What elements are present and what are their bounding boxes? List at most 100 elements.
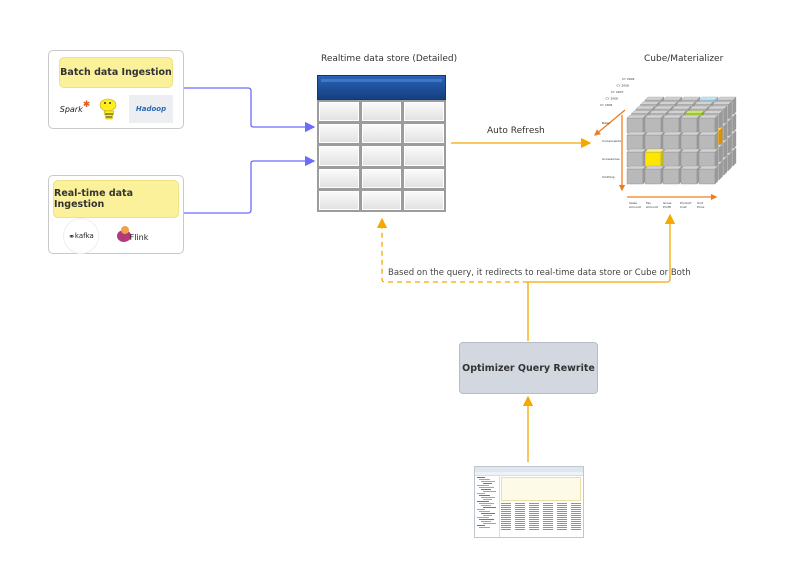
cube-measure-label: Product bbox=[680, 201, 692, 205]
optimizer-title: Optimizer Query Rewrite bbox=[462, 362, 595, 374]
tree-line bbox=[479, 487, 494, 488]
cube-cell bbox=[662, 131, 683, 151]
tree-line bbox=[483, 515, 492, 516]
result-row bbox=[501, 521, 581, 522]
table-cell bbox=[361, 102, 402, 122]
result-row bbox=[501, 503, 581, 504]
optimizer-query-rewrite-node[interactable]: Optimizer Query Rewrite bbox=[459, 342, 598, 394]
cube-year-axis bbox=[594, 109, 626, 136]
cube-category-label: Bikes bbox=[602, 121, 610, 125]
table-cell bbox=[361, 124, 402, 144]
cube-cell bbox=[662, 148, 683, 168]
result-row bbox=[501, 517, 581, 518]
tree-line bbox=[477, 501, 489, 502]
tree-line bbox=[479, 527, 490, 528]
result-row bbox=[501, 513, 581, 514]
realtime-ingestion-node[interactable]: Real-time data Ingestion bbox=[53, 180, 179, 218]
client-titlebar bbox=[475, 467, 583, 472]
tree-line bbox=[481, 481, 495, 482]
cube-measure-label: Cost bbox=[680, 205, 687, 209]
auto-refresh-label: Auto Refresh bbox=[487, 126, 545, 136]
edge-batch-to-store bbox=[183, 87, 316, 133]
tree-line bbox=[483, 483, 492, 484]
table-grid bbox=[317, 100, 446, 212]
cube-category-label: Components bbox=[602, 139, 621, 143]
tree-line bbox=[481, 521, 491, 522]
cube-cell bbox=[644, 114, 665, 134]
tree-line bbox=[479, 503, 494, 504]
cube-year-label: CY 2008 bbox=[617, 84, 630, 88]
table-header-bar bbox=[317, 75, 446, 100]
cube-cell bbox=[680, 165, 701, 185]
sql-client-thumbnail[interactable] bbox=[474, 466, 584, 538]
result-row bbox=[501, 529, 581, 530]
result-row bbox=[501, 507, 581, 508]
cube-cell bbox=[644, 148, 665, 168]
realtime-ingestion-title: Real-time data Ingestion bbox=[54, 188, 133, 210]
cube-cell bbox=[698, 131, 719, 151]
table-cell bbox=[404, 168, 444, 188]
tree-line bbox=[477, 517, 489, 518]
cube-cell bbox=[662, 114, 683, 134]
table-cell bbox=[319, 190, 359, 210]
cube-category-label: Accessories bbox=[602, 157, 620, 161]
tree-line bbox=[477, 509, 485, 510]
table-cell bbox=[404, 146, 444, 166]
client-results-grid bbox=[501, 502, 581, 535]
cube-cell bbox=[680, 131, 701, 151]
cube-year-label: CY 2005 bbox=[600, 103, 613, 107]
tree-line bbox=[479, 495, 490, 496]
client-editor-pane bbox=[501, 477, 581, 501]
client-toolbar bbox=[475, 472, 583, 476]
tree-line bbox=[481, 505, 491, 506]
table-cell bbox=[361, 146, 402, 166]
cube-measure-label: Gross bbox=[663, 201, 672, 205]
cube-cell bbox=[626, 114, 647, 134]
spark-logo: Spark✱ bbox=[59, 100, 91, 114]
hadoop-logo: Hadoop bbox=[129, 95, 173, 123]
tree-line bbox=[481, 513, 495, 514]
cube-cell bbox=[698, 114, 719, 134]
result-row bbox=[501, 525, 581, 526]
tree-line bbox=[481, 497, 495, 498]
batch-ingestion-title: Batch data Ingestion bbox=[60, 67, 172, 78]
table-cell bbox=[404, 124, 444, 144]
datastore-table-icon[interactable] bbox=[317, 75, 446, 212]
cube-year-label: CY 2006 bbox=[606, 97, 619, 101]
cube-measure-label: Profit bbox=[663, 205, 672, 209]
result-row bbox=[501, 505, 581, 506]
result-row bbox=[501, 511, 581, 512]
result-row bbox=[501, 515, 581, 516]
client-tree-pane bbox=[475, 476, 500, 537]
cube-cell bbox=[644, 165, 665, 185]
cube-cell bbox=[698, 165, 719, 185]
result-row bbox=[501, 523, 581, 524]
tree-line bbox=[483, 507, 496, 508]
tree-line bbox=[479, 519, 494, 520]
cube-measure-label: Amount bbox=[629, 205, 642, 209]
hive-logo bbox=[96, 95, 122, 123]
table-cell bbox=[319, 146, 359, 166]
cube-measure-label: Tax bbox=[645, 201, 651, 205]
table-cell bbox=[404, 102, 444, 122]
batch-ingestion-node[interactable]: Batch data Ingestion bbox=[59, 57, 173, 88]
tree-line bbox=[481, 489, 491, 490]
flink-logo: Flink bbox=[112, 220, 152, 248]
cube-measure-label: Price bbox=[697, 205, 704, 209]
cube-year-label: CY 2009 bbox=[622, 77, 635, 81]
tree-line bbox=[477, 493, 485, 494]
cube-measure-label: Amount bbox=[646, 205, 659, 209]
cube-cell bbox=[626, 131, 647, 151]
cube-cell bbox=[644, 131, 665, 151]
cube-cell bbox=[626, 148, 647, 168]
edge-to-cube bbox=[528, 213, 676, 283]
result-row bbox=[501, 519, 581, 520]
edge-realtime-to-store bbox=[183, 155, 316, 214]
tree-line bbox=[479, 511, 490, 512]
tree-line bbox=[483, 523, 496, 524]
tree-line bbox=[477, 485, 489, 486]
cube-cell bbox=[662, 165, 683, 185]
cube-measure-label: Unit bbox=[697, 201, 704, 205]
